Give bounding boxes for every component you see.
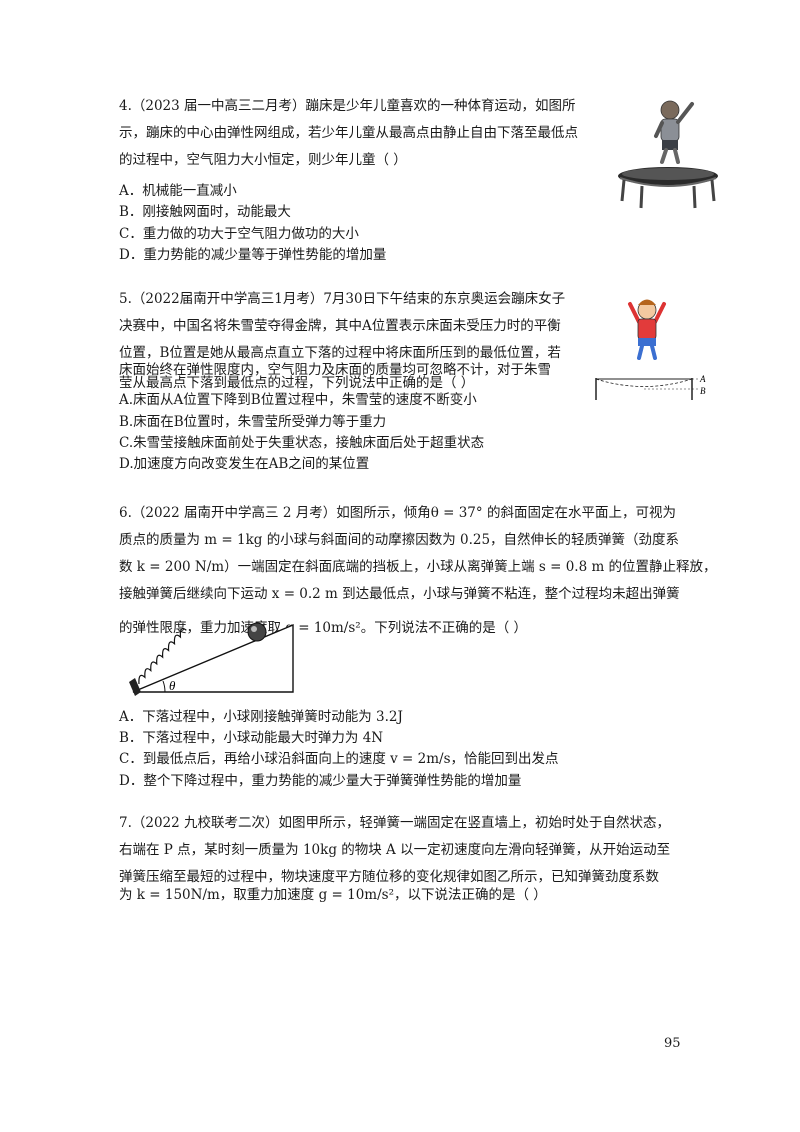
option-d: D．重力势能的减少量等于弹性势能的增加量 xyxy=(119,247,387,263)
option-a: A．下落过程中，小球刚接触弹簧时动能为 3.2J xyxy=(119,709,403,725)
question-text-line: 示，蹦床的中心由弹性网组成，若少年儿童从最高点由静止自由下落至最低点 xyxy=(119,125,578,141)
gymnast-trampoline-figure: A B xyxy=(595,299,706,400)
question-text-line: 为 k = 150N/m，取重力加速度 g = 10m/s²，以下说法正确的是（… xyxy=(119,887,547,903)
option-c: C.朱雪莹接触床面前处于失重状态，接触床面后处于超重状态 xyxy=(119,435,485,451)
option-a: A.床面从A位置下降到B位置过程中，朱雪莹的速度不断变小 xyxy=(119,392,477,408)
option-d: D．整个下降过程中，重力势能的减少量大于弹簧弹性势能的增加量 xyxy=(119,773,522,789)
question-text-line: 5.（2022届南开中学高三1月考）7月30日下午结束的东京奥运会蹦床女子 xyxy=(119,291,566,307)
page-number: 95 xyxy=(664,1036,681,1051)
option-a: A．机械能一直减小 xyxy=(119,183,237,199)
question-text-line: 7.（2022 九校联考二次）如图甲所示，轻弹簧一端固定在竖直墙上，初始时处于自… xyxy=(119,815,671,831)
angle-theta-label: θ xyxy=(169,678,176,693)
question-text-line: 4.（2023 届一中高三二月考）蹦床是少年儿童喜欢的一种体育运动，如图所 xyxy=(119,98,576,114)
option-d: D.加速度方向改变发生在AB之间的某位置 xyxy=(119,456,370,472)
question-text-line: 的弹性限度，重力加速度取 g = 10m/s²。下列说法不正确的是（ ） xyxy=(119,620,527,636)
question-text-line: 莹从最高点下落到最低点的过程，下列说法中正确的是（ ） xyxy=(119,375,475,391)
question-text-line: 床面始终在弹性限度内，空气阻力及床面的质量均可忽略不计，对于朱雪 xyxy=(119,362,551,378)
question-text-line: 位置，B位置是她从最高点直立下落的过程中将床面所压到的最低位置，若 xyxy=(119,345,561,361)
label-b: B xyxy=(700,386,706,396)
question-text-line: 决赛中，中国名将朱雪莹夺得金牌，其中A位置表示床面未受压力时的平衡 xyxy=(119,318,561,334)
question-text-line: 的过程中，空气阻力大小恒定，则少年儿童（ ） xyxy=(119,152,407,168)
option-c: C．重力做的功大于空气阻力做功的大小 xyxy=(119,226,359,242)
question-text-line: 数 k = 200 N/m）一端固定在斜面底端的挡板上，小球从离弹簧上端 s =… xyxy=(119,559,717,575)
question-text-line: 右端在 P 点，某时刻一质量为 10kg 的物块 A 以一定初速度向左滑向轻弹簧… xyxy=(119,842,671,858)
option-b: B.床面在B位置时，朱雪莹所受弹力等于重力 xyxy=(119,414,387,430)
question-text-line: 接触弹簧后继续向下运动 x = 0.2 m 到达最低点，小球与弹簧不粘连，整个过… xyxy=(119,586,680,602)
option-b: B．下落过程中，小球动能最大时弹力为 4N xyxy=(119,730,384,746)
label-a: A xyxy=(699,374,706,384)
question-text-line: 质点的质量为 m = 1kg 的小球与斜面间的动摩擦因数为 0.25，自然伸长的… xyxy=(119,532,680,548)
incline-spring-figure: θ xyxy=(129,622,294,696)
option-b: B．刚接触网面时，动能最大 xyxy=(119,204,291,220)
question-text-line: 6.（2022 届南开中学高三 2 月考）如图所示，倾角θ = 37° 的斜面固… xyxy=(119,505,676,521)
trampoline-boy-figure xyxy=(618,100,718,209)
question-text-line: 弹簧压缩至最短的过程中，物块速度平方随位移的变化规律如图乙所示，已知弹簧劲度系数 xyxy=(119,869,659,885)
option-c: C．到最低点后，再给小球沿斜面向上的速度 v = 2m/s，恰能回到出发点 xyxy=(119,751,559,767)
